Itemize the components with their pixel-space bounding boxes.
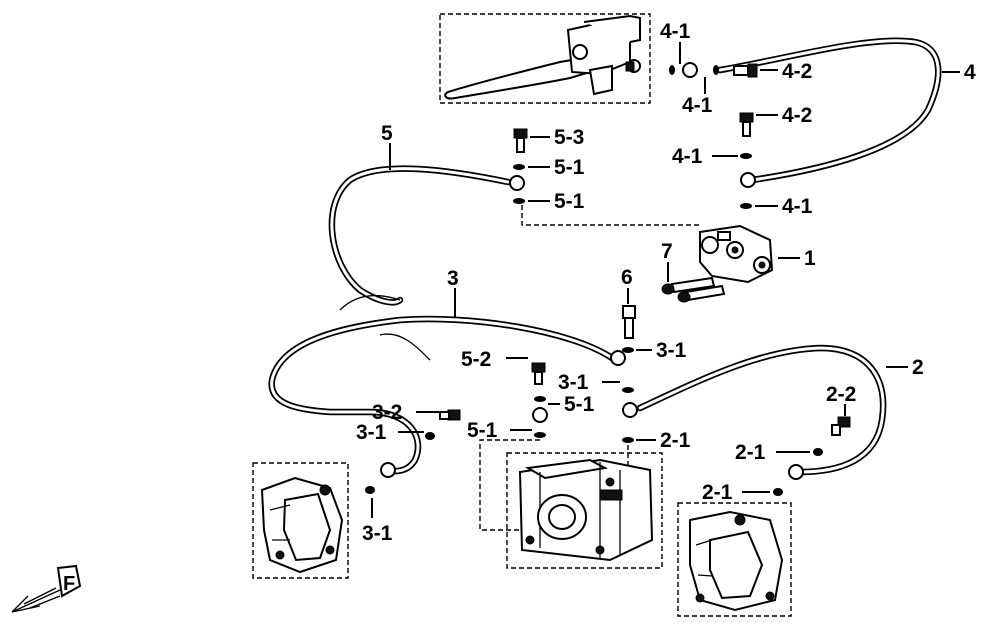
callout-3-1-d: 3-1 (362, 522, 393, 545)
callout-1: 1 (804, 247, 816, 270)
callout-2-1-lower: 2-1 (702, 481, 733, 504)
callout-5-3: 5-3 (554, 126, 584, 149)
callout-3-1-a: 3-1 (656, 339, 687, 362)
rear-caliper-box (252, 462, 349, 579)
callout-2-1-upper: 2-1 (735, 441, 766, 464)
callout-5-2: 5-2 (461, 348, 491, 371)
routing-line-abs (479, 439, 540, 531)
three-way-joint (699, 224, 774, 284)
callout-5-1-d: 5-1 (467, 419, 498, 442)
brake-master-cylinder (444, 14, 641, 100)
front-brake-caliper (689, 510, 784, 612)
callout-4-2-lower: 4-2 (782, 104, 812, 127)
front-marker-letter: F (63, 573, 75, 595)
abs-modulator (518, 458, 654, 562)
sealing-washers (365, 65, 823, 496)
callout-7: 7 (661, 240, 673, 263)
callout-5-1-c: 5-1 (564, 393, 595, 416)
abs-modulator-box (506, 452, 663, 569)
front-caliper-box (677, 502, 792, 617)
master-cylinder-box (439, 13, 651, 104)
callout-3: 3 (447, 267, 459, 290)
callout-4-1-top: 4-1 (660, 20, 691, 43)
callout-2-2: 2-2 (826, 383, 856, 406)
callout-5-1-lower: 5-1 (554, 190, 585, 213)
callout-4: 4 (964, 61, 976, 84)
banjo-fittings (380, 62, 804, 480)
callout-3-1-c: 3-1 (356, 421, 387, 444)
routing-line-joint (521, 205, 700, 226)
rear-brake-caliper (260, 476, 344, 574)
callout-2-1-abs: 2-1 (660, 429, 691, 452)
joint-mounting-bolts (661, 276, 726, 303)
brake-hose-4 (716, 37, 942, 184)
callout-4-1-lower: 4-1 (672, 145, 703, 168)
brake-hose-5 (328, 165, 512, 311)
callout-2: 2 (912, 356, 924, 379)
front-direction-arrow-icon: F (11, 564, 82, 613)
callout-4-2-top: 4-2 (782, 60, 812, 83)
leader-lines (371, 42, 960, 518)
brake-hose-3 (268, 315, 616, 475)
callout-4-1-middle: 4-1 (682, 94, 713, 117)
callout-6: 6 (621, 266, 633, 289)
callout-3-2: 3-2 (372, 401, 402, 424)
callout-5: 5 (381, 122, 393, 145)
brake-hose-2 (636, 344, 887, 476)
callout-3-1-b: 3-1 (558, 371, 589, 394)
callout-5-1-upper: 5-1 (554, 156, 585, 179)
callout-4-1-bottom: 4-1 (782, 195, 813, 218)
callout-labels: 4-1 4-1 4-2 4-2 4-1 4-1 4 5 5-3 5-1 5-1 … (356, 20, 976, 545)
banjo-bolts (439, 63, 851, 436)
